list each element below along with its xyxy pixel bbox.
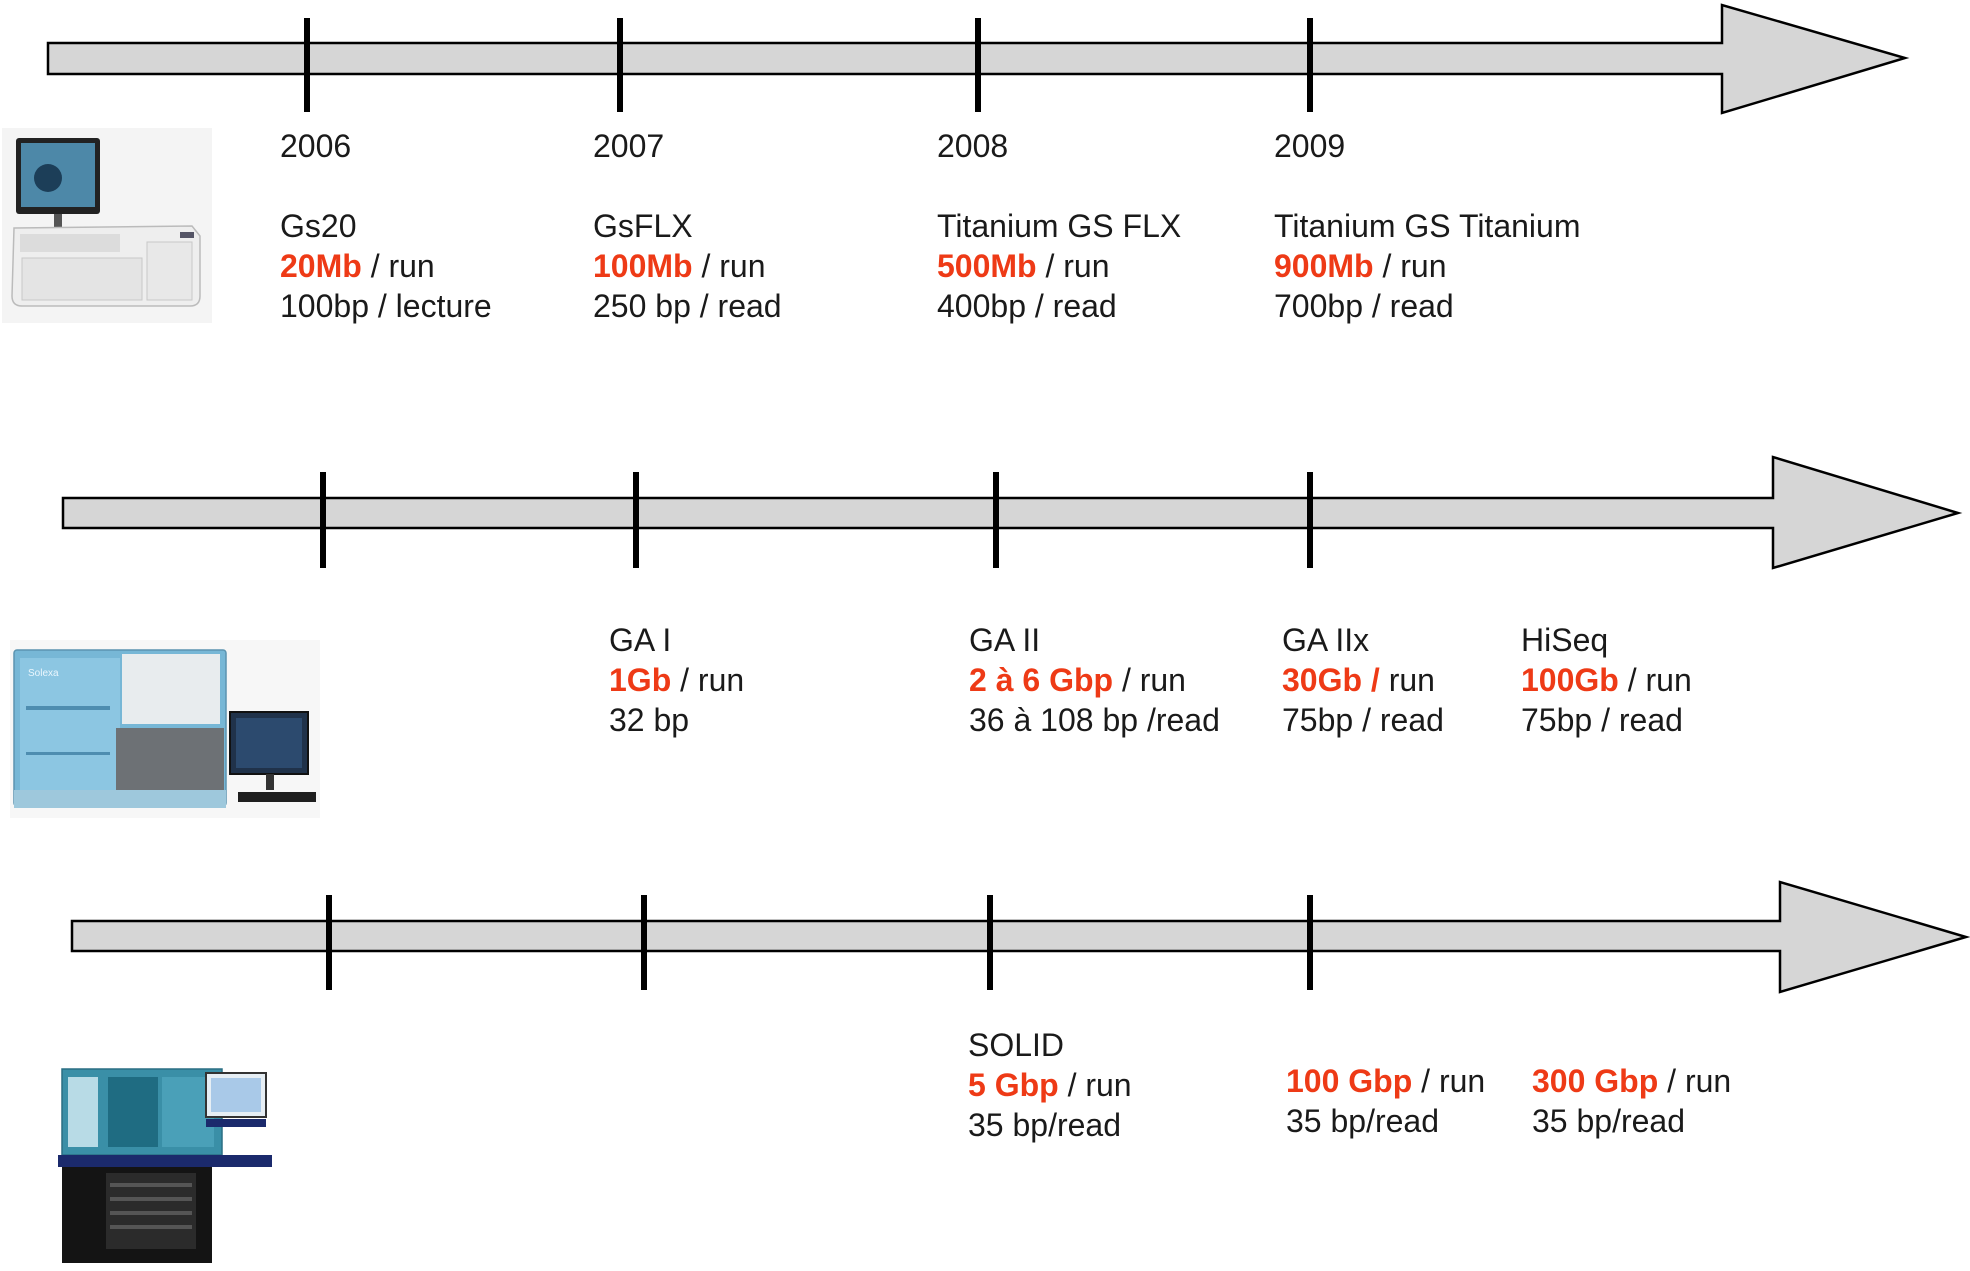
solid-sequencer-image — [56, 1055, 276, 1271]
throughput-unit: / run — [1412, 1063, 1485, 1099]
entry-name: GA IIx — [1282, 620, 1444, 660]
read-length: 35 bp/read — [1286, 1101, 1485, 1141]
throughput-value: 500Mb — [937, 248, 1037, 284]
entry-solid: SOLID 5 Gbp / run 35 bp/read — [968, 1025, 1132, 1145]
entry-solid-100gbp: 100 Gbp / run 35 bp/read — [1286, 1061, 1485, 1141]
year-2008: 2008 — [937, 126, 1008, 166]
entry-name: GA I — [609, 620, 744, 660]
entry-name: SOLID — [968, 1025, 1132, 1065]
throughput-unit: / run — [1658, 1063, 1731, 1099]
throughput-value: 20Mb — [280, 248, 362, 284]
read-length: 250 bp / read — [593, 286, 782, 326]
throughput-unit: / run — [362, 248, 435, 284]
year-2007: 2007 — [593, 126, 664, 166]
entry-gsflx: GsFLX 100Mb / run 250 bp / read — [593, 206, 782, 326]
throughput-unit: / run — [1619, 662, 1692, 698]
entry-name: Gs20 — [280, 206, 492, 246]
throughput-unit: / run — [1037, 248, 1110, 284]
read-length: 100bp / lecture — [280, 286, 492, 326]
read-length: 36 à 108 bp /read — [969, 700, 1220, 740]
throughput-unit: / run — [1059, 1067, 1132, 1103]
454-sequencer-image — [2, 128, 212, 323]
throughput-value: 900Mb — [1274, 248, 1374, 284]
entry-name: GsFLX — [593, 206, 782, 246]
entry-name: Titanium GS Titanium — [1274, 206, 1580, 246]
year-2006: 2006 — [280, 126, 351, 166]
throughput-unit: / run — [1374, 248, 1447, 284]
solexa-genome-analyzer-image: Solexa — [10, 640, 320, 818]
entry-ga-i: GA I 1Gb / run 32 bp — [609, 620, 744, 740]
throughput-value: 100Gb — [1521, 662, 1619, 698]
entry-name: HiSeq — [1521, 620, 1692, 660]
timeline-arrow-solid — [72, 882, 1966, 992]
throughput-value: 30Gb / — [1282, 662, 1380, 698]
throughput-value: 100 Gbp — [1286, 1063, 1412, 1099]
entry-ga-ii: GA II 2 à 6 Gbp / run 36 à 108 bp /read — [969, 620, 1220, 740]
entry-gs20: Gs20 20Mb / run 100bp / lecture — [280, 206, 492, 326]
entry-name: Titanium GS FLX — [937, 206, 1181, 246]
entry-solid-300gbp: 300 Gbp / run 35 bp/read — [1532, 1061, 1731, 1141]
read-length: 32 bp — [609, 700, 744, 740]
throughput-unit: / run — [671, 662, 744, 698]
read-length: 400bp / read — [937, 286, 1181, 326]
read-length: 35 bp/read — [968, 1105, 1132, 1145]
throughput-value: 2 à 6 Gbp — [969, 662, 1113, 698]
entry-titanium-gs-titanium: Titanium GS Titanium 900Mb / run 700bp /… — [1274, 206, 1580, 326]
throughput-value: 100Mb — [593, 248, 693, 284]
timeline-arrow-solexa — [63, 457, 1958, 568]
throughput-unit: run — [1380, 662, 1435, 698]
year-2009: 2009 — [1274, 126, 1345, 166]
throughput-value: 300 Gbp — [1532, 1063, 1658, 1099]
read-length: 35 bp/read — [1532, 1101, 1731, 1141]
entry-titanium-gs-flx: Titanium GS FLX 500Mb / run 400bp / read — [937, 206, 1181, 326]
throughput-value: 5 Gbp — [968, 1067, 1059, 1103]
throughput-value: 1Gb — [609, 662, 671, 698]
read-length: 75bp / read — [1282, 700, 1444, 740]
read-length: 700bp / read — [1274, 286, 1580, 326]
svg-text:Solexa: Solexa — [28, 668, 59, 679]
entry-ga-iix: GA IIx 30Gb / run 75bp / read — [1282, 620, 1444, 740]
throughput-unit: / run — [693, 248, 766, 284]
read-length: 75bp / read — [1521, 700, 1692, 740]
entry-name: GA II — [969, 620, 1220, 660]
entry-hiseq: HiSeq 100Gb / run 75bp / read — [1521, 620, 1692, 740]
throughput-unit: / run — [1113, 662, 1186, 698]
